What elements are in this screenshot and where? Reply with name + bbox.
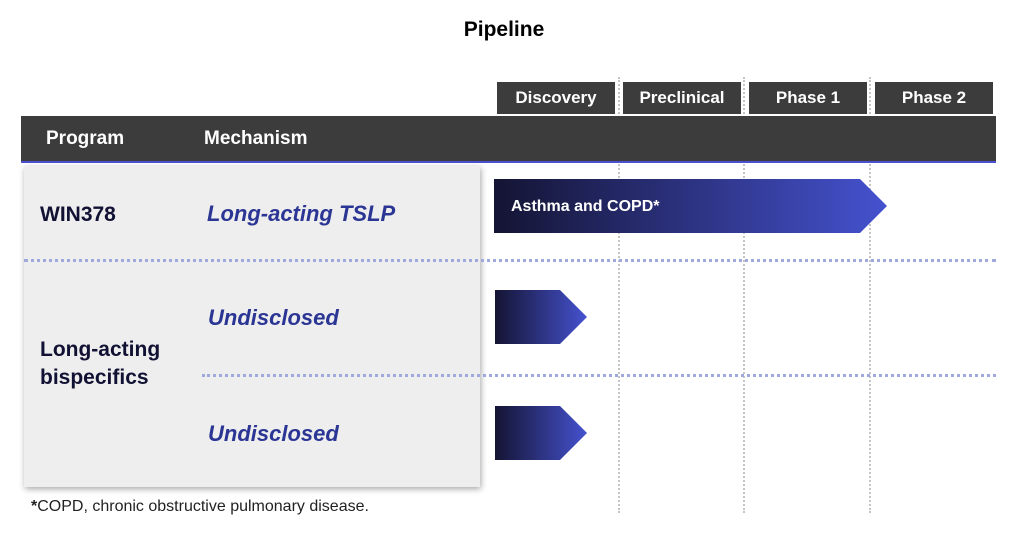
column-header-program: Program bbox=[46, 128, 125, 149]
footnote-mark: * bbox=[31, 498, 38, 515]
progress-arrow-undisclosed-1 bbox=[495, 290, 587, 344]
program-name-bispecifics-line-2: bispecifics bbox=[40, 366, 149, 389]
page-title: Pipeline bbox=[463, 18, 545, 41]
row-divider bbox=[202, 374, 996, 377]
progress-arrow-win378 bbox=[494, 179, 887, 233]
program-name-bispecifics-line-1: Long-acting bbox=[40, 338, 161, 361]
program-panel bbox=[24, 166, 480, 487]
stage-divider bbox=[618, 77, 620, 513]
stage-divider bbox=[743, 77, 745, 513]
progress-arrow-undisclosed-2 bbox=[495, 406, 587, 460]
indication-label: Asthma and COPD* bbox=[511, 198, 660, 215]
mechanism-long-acting-tslp: Long-acting TSLP bbox=[207, 201, 396, 226]
table-header-bar bbox=[21, 116, 996, 161]
stage-header-phase-1: Phase 1 bbox=[749, 82, 867, 114]
mechanism-undisclosed-1: Undisclosed bbox=[208, 305, 339, 330]
stage-header-phase-2: Phase 2 bbox=[875, 82, 993, 114]
row-divider bbox=[24, 259, 996, 262]
column-header-mechanism: Mechanism bbox=[204, 128, 308, 149]
footnote: *COPD, chronic obstructive pulmonary dis… bbox=[31, 498, 369, 516]
stage-header-preclinical: Preclinical bbox=[623, 82, 741, 114]
header-underline bbox=[21, 161, 996, 163]
stage-header-discovery: Discovery bbox=[497, 82, 615, 114]
stage-divider bbox=[869, 77, 871, 513]
program-name-win378: WIN378 bbox=[40, 203, 116, 226]
footnote-text: COPD, chronic obstructive pulmonary dise… bbox=[37, 498, 369, 515]
mechanism-undisclosed-2: Undisclosed bbox=[208, 421, 339, 446]
